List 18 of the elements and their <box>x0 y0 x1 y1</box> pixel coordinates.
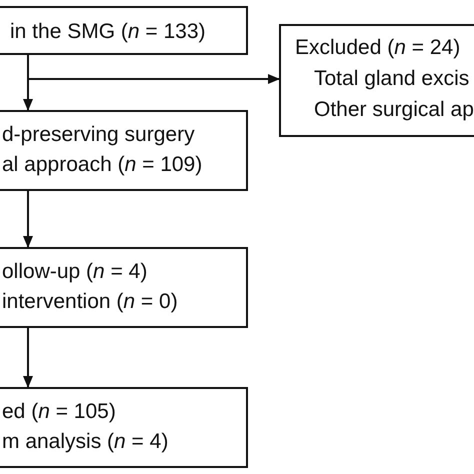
arrow <box>27 55 280 84</box>
box-text: al approach (n = 109) <box>2 152 202 178</box>
box-text: Other surgical ap <box>314 97 474 123</box>
arrow <box>23 191 33 248</box>
arrow <box>23 328 33 388</box>
box-text: Total gland excis <box>314 66 470 92</box>
flow-box <box>0 6 248 55</box>
box-heading: Excluded (n = 24) <box>295 35 460 61</box>
flow-box <box>0 387 248 468</box>
box-text: in the SMG (n = 133) <box>10 19 206 45</box>
box-text: ollow-up (n = 4) <box>2 259 148 285</box>
box-text: d-preserving surgery <box>2 122 195 148</box>
flow-box <box>0 247 248 328</box>
flow-box <box>0 110 248 191</box>
flow-box <box>279 24 474 137</box>
box-text: intervention (n = 0) <box>2 289 178 315</box>
box-text: ed (n = 105) <box>2 399 116 425</box>
box-text: m analysis (n = 4) <box>2 429 168 455</box>
